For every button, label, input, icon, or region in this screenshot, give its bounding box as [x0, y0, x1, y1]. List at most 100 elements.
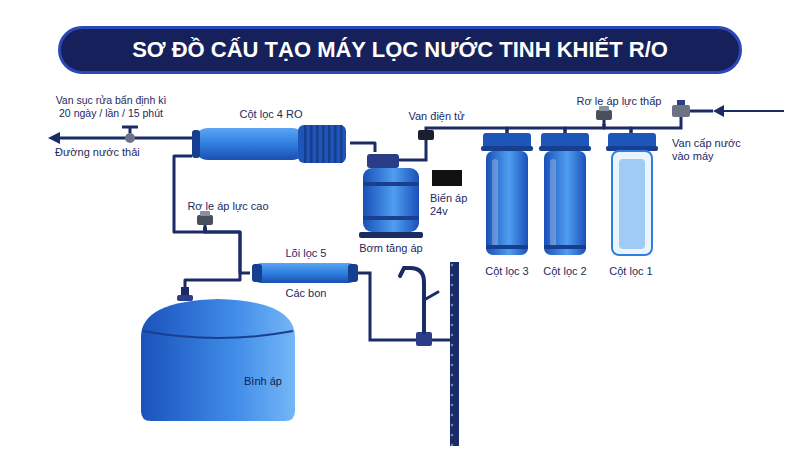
component-label: Cột lọc 4 RO — [192, 108, 350, 121]
faucet-mount — [432, 339, 450, 342]
faucet-base — [416, 332, 432, 346]
pressure-tank: Bình áp — [135, 287, 301, 425]
filter-column: Cột lọc 3 — [480, 133, 534, 281]
pipe-connector — [185, 227, 240, 287]
pressure-tank-shape — [135, 287, 301, 425]
component-label: Lõi lọc 5 — [250, 247, 362, 260]
drawing-part — [619, 159, 645, 249]
pipe-connector — [631, 128, 668, 133]
booster-pump-shape — [355, 152, 427, 256]
drain-pipe — [58, 137, 130, 140]
drawing-part — [334, 125, 337, 163]
component-label: Van cấp nước vào máy — [672, 137, 746, 163]
component-label: Rơ le áp lực cao — [182, 200, 274, 213]
title-banner: SƠ ĐỒ CẤU TẠO MÁY LỌC NƯỚC TINH KHIẾT R/… — [58, 26, 742, 74]
drawing-part — [677, 100, 685, 105]
drawing-part — [432, 170, 462, 186]
component-label: Van sục rửa bẩn định kì 20 ngày / lần / … — [50, 94, 172, 120]
drawing-part — [122, 127, 138, 133]
drawing-part — [141, 299, 295, 421]
faucet-lever — [424, 292, 438, 300]
pipe-connector — [507, 128, 565, 133]
drawing-part — [358, 272, 362, 275]
component-label: Cột lọc 2 — [538, 265, 592, 278]
drawing-part — [359, 232, 423, 238]
drawing-part — [310, 125, 313, 163]
drawing-part — [481, 146, 533, 151]
filter-column: Cột lọc 1 — [605, 133, 657, 281]
filter-column-shape — [480, 133, 534, 281]
drawing-part — [363, 168, 419, 232]
filter-column: Cột lọc 2 — [538, 133, 592, 281]
carbon-filter: Lõi lọc 5 Các bon — [250, 247, 362, 302]
drawing-part — [181, 287, 189, 296]
filter-column-shape — [538, 133, 592, 281]
drawing-part — [363, 182, 419, 186]
ro-membrane: Cột lọc 4 RO — [192, 108, 350, 162]
filter-column-shape — [605, 133, 657, 281]
drawing-part — [367, 154, 399, 168]
inlet-valve: Van cấp nước vào máy — [668, 100, 746, 168]
drawing-part — [194, 128, 306, 160]
transformer: Biến áp 24v — [430, 168, 474, 228]
drawing-part — [603, 120, 606, 125]
drawing-part — [298, 125, 346, 163]
inlet-arrow-head — [713, 105, 724, 117]
high-pressure-switch: Rơ le áp lực cao — [182, 200, 274, 227]
drawing-part — [596, 110, 612, 120]
flow-label: Đường nước thải — [54, 146, 141, 159]
drawing-part — [316, 125, 319, 163]
component-label: Các bon — [250, 287, 362, 300]
pipe-connector — [172, 137, 192, 140]
component-label: Van điện tử — [403, 110, 470, 123]
drawing-part — [486, 245, 528, 249]
drain-arrow-head — [48, 132, 60, 144]
pipe-connector — [350, 143, 375, 152]
drawing-part — [322, 125, 325, 163]
drawing-part — [544, 245, 586, 249]
inlet-arrow-line — [722, 110, 784, 112]
drawing-part — [252, 264, 262, 282]
drawing-part — [125, 133, 135, 143]
drawing-part — [130, 137, 172, 140]
drawing-part — [252, 263, 358, 283]
drawing-part — [348, 264, 358, 282]
drawing-part — [612, 151, 652, 255]
drawing-part — [192, 130, 200, 158]
drawing-part — [399, 152, 426, 160]
drawing-part — [668, 111, 713, 128]
drawing-part — [672, 105, 690, 117]
drawing-part — [418, 130, 434, 140]
pipe-connector — [425, 140, 428, 152]
drawing-part — [204, 225, 207, 230]
drawing-part — [539, 146, 591, 151]
component-label: Bình áp — [235, 375, 291, 388]
pipe-connector — [604, 124, 631, 133]
drawing-part — [197, 215, 213, 225]
drawing-part — [340, 125, 343, 163]
component-label: Rơ le áp lực thấp — [572, 95, 666, 108]
drawing-part — [328, 125, 331, 163]
low-pressure-switch: Rơ le áp lực thấp — [572, 95, 666, 124]
pipe-connector — [470, 128, 507, 133]
component-label: Biến áp 24v — [430, 192, 472, 218]
wall-pole — [450, 262, 459, 446]
component-label: Cột lọc 3 — [480, 265, 534, 278]
drawing-part — [544, 151, 586, 255]
component-label: Bơm tăng áp — [355, 242, 427, 255]
faucet-pipe — [362, 273, 420, 340]
component-label: Cột lọc 1 — [605, 265, 657, 278]
drawing-part — [363, 216, 419, 220]
flush-valve: Van sục rửa bẩn định kì 20 ngày / lần / … — [50, 94, 172, 150]
drawing-part — [177, 295, 193, 301]
drawing-part — [304, 125, 307, 163]
faucet-spout — [400, 268, 424, 332]
title-text: SƠ ĐỒ CẤU TẠO MÁY LỌC NƯỚC TINH KHIẾT R/… — [132, 29, 668, 71]
drawing-part — [492, 159, 498, 247]
drawing-part — [486, 151, 528, 255]
drawing-part — [550, 159, 556, 247]
booster-pump: Bơm tăng áp — [355, 152, 427, 256]
drawing-part — [143, 331, 293, 338]
pipe-connector — [565, 124, 604, 133]
